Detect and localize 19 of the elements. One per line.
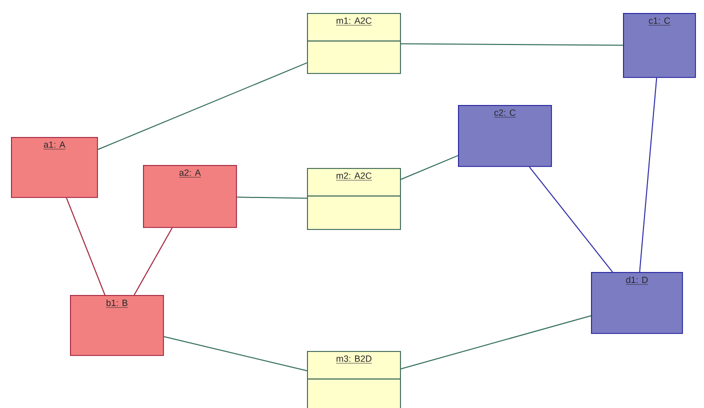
- connector-line: [639, 77, 658, 272]
- object-box: d1: D: [591, 272, 683, 334]
- message-object-box: m3: B2D: [306, 351, 401, 408]
- connector-line: [97, 62, 308, 150]
- connector-line: [400, 315, 592, 370]
- object-box: c1: C: [623, 13, 696, 78]
- message-object-box: m2: A2C: [306, 168, 401, 230]
- connector-line: [528, 166, 614, 272]
- connector-line: [400, 155, 458, 180]
- object-box: a1: A: [11, 137, 98, 198]
- object-box: c2: C: [458, 105, 552, 167]
- connector-line: [163, 336, 308, 372]
- connector-line: [400, 43, 624, 46]
- message-object-box: m1: A2C: [306, 13, 401, 74]
- object-box: a2: A: [143, 165, 237, 228]
- connector-line: [236, 196, 308, 199]
- connector-line: [134, 227, 173, 296]
- connector-line: [66, 197, 106, 296]
- object-box: b1: B: [70, 295, 164, 356]
